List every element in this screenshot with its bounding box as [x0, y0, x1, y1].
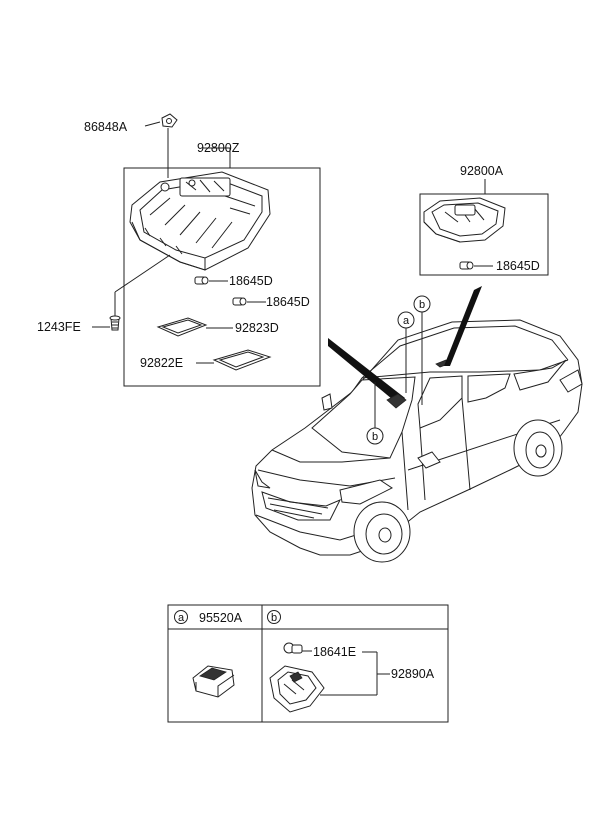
assembly-box-92800A — [419, 193, 549, 276]
table-marker-b-circle — [267, 610, 281, 624]
part-label-86848A: 86848A — [84, 120, 128, 134]
sensor-95520A — [192, 665, 235, 698]
table-marker-a: a — [178, 612, 185, 624]
clip-86848A — [161, 113, 178, 128]
part-label-92822E: 92822E — [140, 356, 183, 370]
assembly-box-92800Z — [123, 167, 321, 387]
map-lamp-92800A — [423, 197, 506, 243]
part-label-18645D-upper: 18645D — [229, 274, 273, 288]
bulb-18645D-lower — [232, 297, 247, 306]
part-label-18645D-right: 18645D — [496, 259, 540, 273]
leader-arrow-front — [328, 338, 405, 404]
callout-a-label: a — [403, 315, 410, 327]
screw-1243FE — [109, 315, 121, 331]
part-label-18645D-lower: 18645D — [266, 295, 310, 309]
roof-console-location — [386, 393, 407, 409]
part-label-92800A: 92800A — [460, 164, 504, 178]
bulb-18641E — [283, 642, 303, 654]
part-label-1243FE: 1243FE — [37, 320, 81, 334]
part-label-18641E: 18641E — [313, 645, 356, 659]
bulb-18645D-right — [459, 261, 474, 270]
part-label-92890A: 92890A — [391, 667, 435, 681]
vehicle-illustration — [251, 319, 583, 563]
lens-92823D — [156, 317, 208, 337]
legend-table — [167, 604, 449, 723]
callout-b-top-label: b — [419, 299, 425, 311]
leader-arrow-rear — [444, 286, 482, 366]
part-label-92800Z: 92800Z — [197, 141, 240, 155]
room-lamp-92890A — [269, 665, 325, 713]
part-label-95520A: 95520A — [199, 611, 243, 625]
overhead-console-92800Z — [129, 171, 271, 271]
table-marker-b: b — [271, 612, 277, 624]
table-marker-a-circle — [174, 610, 188, 624]
callout-b-bottom-label: b — [372, 431, 378, 443]
part-label-92823D: 92823D — [235, 321, 279, 335]
lens-92822E — [212, 349, 272, 371]
bulb-18645D-upper — [194, 276, 209, 285]
